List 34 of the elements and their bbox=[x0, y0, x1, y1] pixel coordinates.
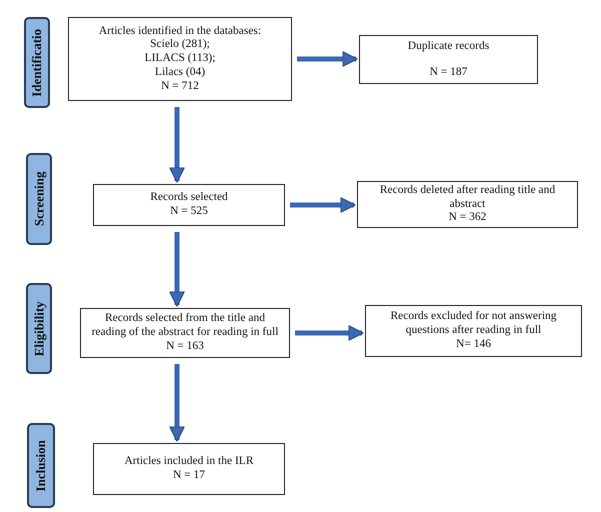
box-text: N = 712 bbox=[161, 80, 199, 94]
box-text: N = 187 bbox=[430, 66, 468, 80]
box-text: Articles included in the ILR bbox=[124, 455, 254, 469]
box-text: Records selected from the title and reading of the abstract for reading in full bbox=[90, 312, 280, 340]
box-text: Records selected bbox=[150, 191, 228, 205]
arrow bbox=[169, 107, 185, 183]
process-box bbox=[365, 305, 582, 357]
box-text: Articles identified in the databases: bbox=[98, 24, 262, 38]
process-box bbox=[359, 35, 538, 84]
process-box bbox=[68, 17, 292, 101]
stage-label: Screening bbox=[26, 153, 52, 245]
process-box bbox=[80, 308, 290, 358]
box-text: Records deleted after reading title and abstract bbox=[378, 184, 556, 212]
box-text: LILACS (113); bbox=[144, 52, 216, 66]
arrow bbox=[290, 197, 356, 213]
process-box bbox=[93, 184, 285, 226]
stage-label: Inclusion bbox=[27, 423, 55, 508]
arrow bbox=[297, 51, 358, 67]
box-text: Duplicate records bbox=[408, 40, 490, 54]
arrow bbox=[295, 325, 364, 341]
box-text: Lilacs (04) bbox=[154, 66, 206, 80]
box-text: N = 17 bbox=[172, 469, 206, 483]
box-text: N = 362 bbox=[448, 211, 486, 226]
stage-label: Eligibility bbox=[26, 283, 52, 374]
box-text: Records excluded for not answering questions after reading in full bbox=[389, 310, 558, 338]
process-box bbox=[93, 443, 285, 495]
box-text: Scielo (281); bbox=[150, 38, 210, 52]
box-text: N = 525 bbox=[170, 205, 208, 219]
box-text: N= 146 bbox=[456, 338, 491, 352]
box-text: N = 163 bbox=[166, 340, 204, 354]
process-box bbox=[357, 181, 578, 228]
stage-label: Identificatio bbox=[24, 17, 50, 108]
arrow bbox=[169, 232, 185, 307]
arrow bbox=[169, 364, 185, 442]
